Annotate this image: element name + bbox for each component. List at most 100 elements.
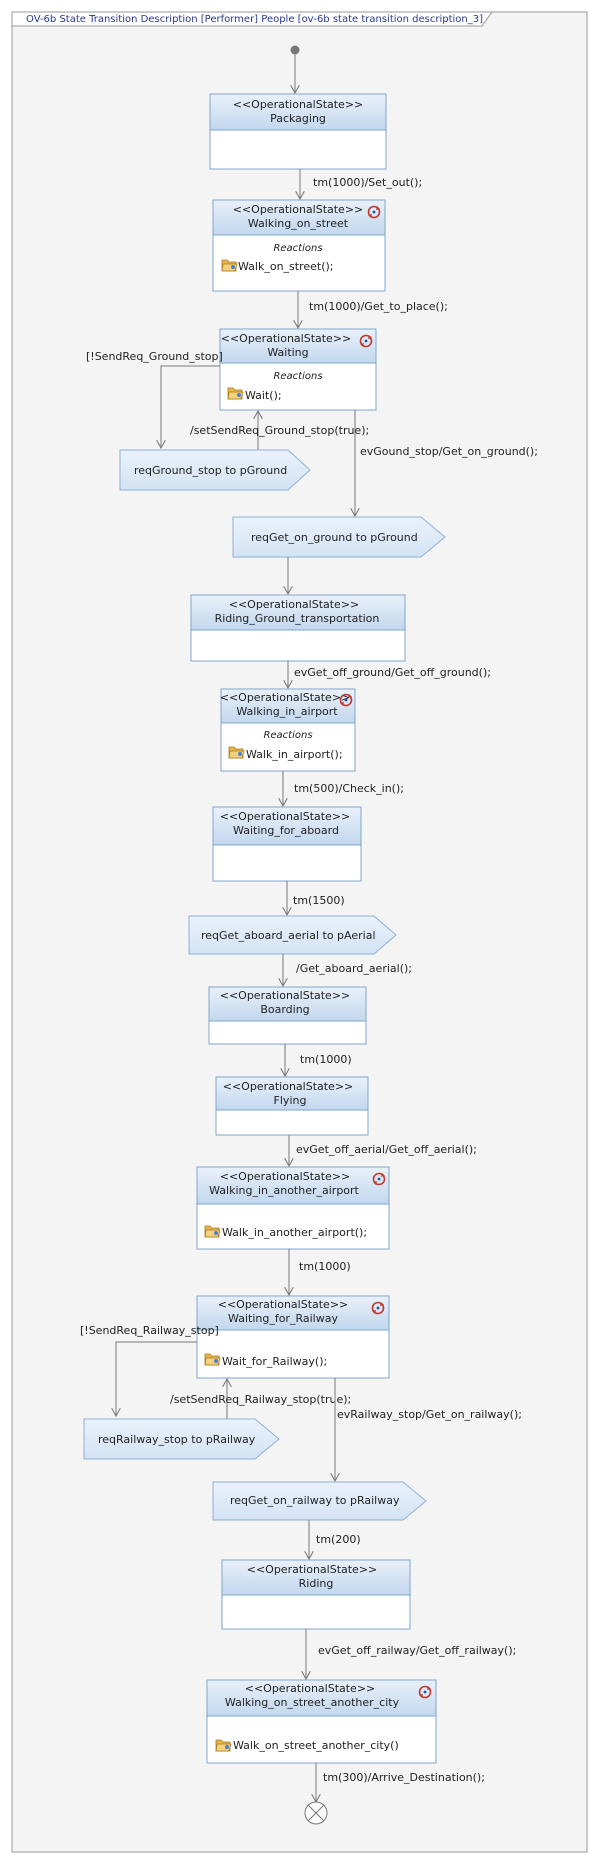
signal-shape [119,449,311,491]
signal-label: reqGet_on_railway to pRailway [230,1494,400,1507]
state-stereotype: <<OperationalState>> [247,1563,378,1576]
state-header [208,986,367,1022]
transition-label: tm(1500) [293,894,345,907]
state-name: Walking_on_street [248,217,349,230]
state-header [215,1076,369,1111]
signal-shape [232,516,446,558]
signal-req-ground-stop[interactable]: reqGround_stop to pGround [119,449,311,491]
folder-icon [204,1225,221,1238]
state-stereotype: <<OperationalState>> [220,691,351,704]
signal-req-get-on-railway[interactable]: reqGet_on_railway to pRailway [212,1481,427,1521]
state-header [212,806,362,846]
state-stereotype: <<OperationalState>> [218,1298,349,1311]
state-header [196,1295,390,1331]
state-header [212,199,386,236]
state-action: Walk_on_street(); [238,260,334,273]
transition-not-sendreq-railway [116,1341,197,1416]
state-action: Walk_in_another_airport(); [222,1226,367,1239]
state-name: Waiting [267,346,308,359]
initial-node [290,45,300,55]
state-stereotype: <<OperationalState>> [220,810,351,823]
diagram-title: OV-6b State Transition Description [Perf… [26,14,483,25]
transition-label: tm(500)/Check_in(); [294,782,404,795]
state-name: Walking_in_another_airport [209,1184,359,1197]
signal-label: reqRailway_stop to pRailway [98,1433,256,1446]
state-name: Packaging [270,112,326,125]
state-walking-in-airport[interactable]: <<OperationalState>> Walking_in_airport … [220,688,356,772]
state-header [221,1559,411,1596]
transition-label: tm(200) [316,1533,361,1546]
signal-shape [83,1418,280,1460]
transition-label: tm(300)/Arrive_Destination(); [323,1771,485,1784]
termination-node [304,1801,328,1825]
state-name: Boarding [260,1003,309,1016]
state-name: Riding [299,1577,334,1590]
transition-label: evRailway_stop/Get_on_railway(); [337,1408,522,1421]
transition-label: tm(1000) [300,1053,352,1066]
signal-label: reqGet_on_ground to pGround [251,531,418,544]
state-packaging[interactable]: <<OperationalState>> Packaging [209,93,387,170]
signal-shape [188,915,397,955]
state-riding[interactable]: <<OperationalState>> Riding [221,1559,411,1630]
transition-label: evGet_off_ground/Get_off_ground(); [294,666,491,679]
state-action: Wait(); [245,389,282,402]
state-header [196,1166,390,1205]
state-walking-on-street-another-city[interactable]: <<OperationalState>> Walking_on_street_a… [206,1679,437,1764]
state-name: Walking_on_street_another_city [225,1696,400,1709]
state-walking-on-street[interactable]: <<OperationalState>> Walking_on_street R… [212,199,386,292]
signal-req-railway-stop[interactable]: reqRailway_stop to pRailway [83,1418,280,1460]
reactions-label: Reactions [273,243,322,254]
state-header [206,1679,437,1717]
state-name: Flying [274,1094,307,1107]
folder-icon [221,259,238,272]
state-name: Waiting_for_aboard [233,824,339,837]
state-waiting-for-aboard[interactable]: <<OperationalState>> Waiting_for_aboard [212,806,362,882]
signal-req-get-aboard-aerial[interactable]: reqGet_aboard_aerial to pAerial [188,915,397,955]
transition-label: [!SendReq_Ground_stop] [86,350,223,363]
state-stereotype: <<OperationalState>> [233,98,364,111]
state-action: Walk_in_airport(); [246,748,343,761]
state-stereotype: <<OperationalState>> [245,1682,376,1695]
reactions-label: Reactions [263,730,312,741]
signal-shape [212,1481,427,1521]
state-header [190,594,406,631]
state-header [220,688,356,724]
transition-not-sendreq-ground [161,365,220,448]
state-action: Wait_for_Railway(); [222,1355,327,1368]
transition-label: tm(1000)/Set_out(); [313,176,422,189]
signal-req-get-on-ground[interactable]: reqGet_on_ground to pGround [232,516,446,558]
transition-label: tm(1000) [299,1260,351,1273]
folder-icon [228,746,245,759]
transition-label: evGet_off_aerial/Get_off_aerial(); [296,1143,477,1156]
state-stereotype: <<OperationalState>> [223,1080,354,1093]
state-boarding[interactable]: <<OperationalState>> Boarding [208,986,367,1045]
state-stereotype: <<OperationalState>> [220,1170,351,1183]
transition-label: tm(1000)/Get_to_place(); [309,300,448,313]
signal-label: reqGet_aboard_aerial to pAerial [201,929,376,942]
diagram-title-tab [11,11,493,27]
state-riding-ground-transportation[interactable]: <<OperationalState>> Riding_Ground_trans… [190,594,406,662]
state-flying[interactable]: <<OperationalState>> Flying [215,1076,369,1136]
folder-icon [215,1739,232,1752]
state-waiting[interactable]: <<OperationalState>> Waiting Reactions W… [219,328,377,411]
state-action: Walk_on_street_another_city() [233,1739,399,1752]
folder-icon [204,1353,221,1366]
state-name: Walking_in_airport [236,705,338,718]
state-header [209,93,387,131]
transition-label: /setSendReq_Railway_stop(true); [170,1393,351,1406]
state-name: Waiting_for_Railway [228,1312,338,1325]
reactions-label: Reactions [273,371,322,382]
transition-label: evGet_off_railway/Get_off_railway(); [318,1644,516,1657]
transition-label: /Get_aboard_aerial(); [296,962,412,975]
state-stereotype: <<OperationalState>> [220,989,351,1002]
transition-label: evGound_stop/Get_on_ground(); [360,445,538,458]
state-walking-in-another-airport[interactable]: <<OperationalState>> Walking_in_another_… [196,1166,390,1250]
state-stereotype: <<OperationalState>> [233,203,364,216]
state-stereotype: <<OperationalState>> [221,332,352,345]
state-stereotype: <<OperationalState>> [229,598,360,611]
folder-icon [227,387,244,400]
transition-label: /setSendReq_Ground_stop(true); [190,424,369,437]
state-waiting-for-railway[interactable]: <<OperationalState>> Waiting_for_Railway… [196,1295,390,1379]
transition-label: [!SendReq_Railway_stop] [80,1324,219,1337]
